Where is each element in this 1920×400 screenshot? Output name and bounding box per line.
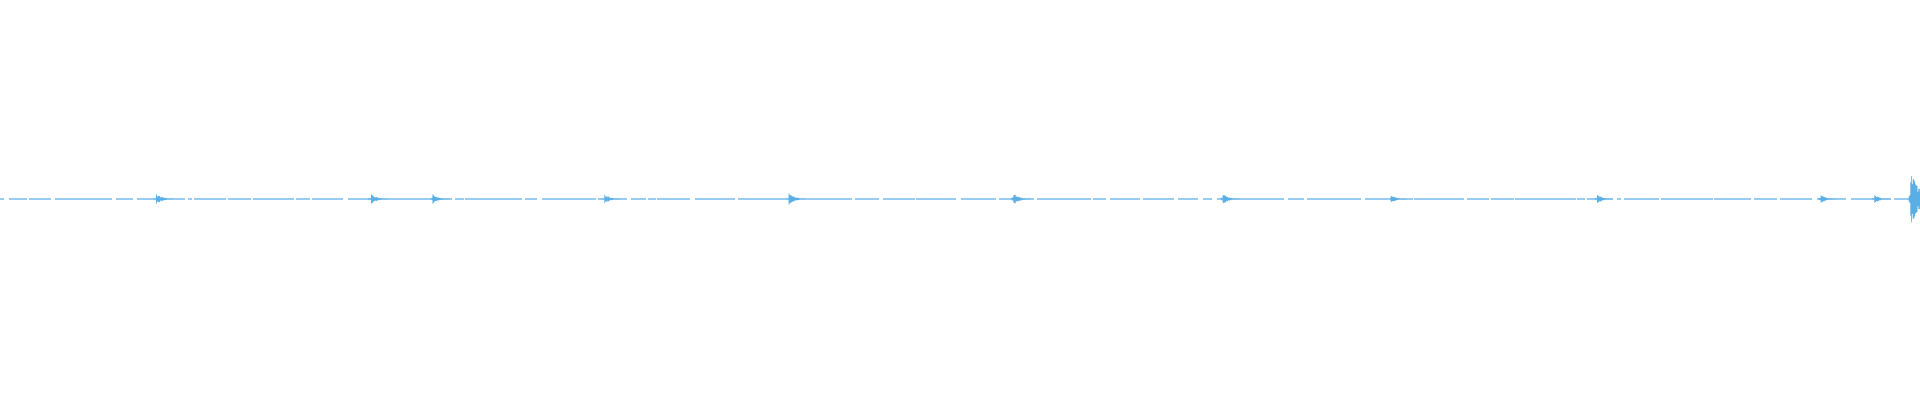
waveform-burst xyxy=(1818,195,1837,203)
waveform-burst xyxy=(430,194,450,204)
waveform-burst xyxy=(601,194,621,204)
waveform-burst xyxy=(1907,175,1920,223)
waveform-burst xyxy=(1872,195,1891,203)
waveform-group xyxy=(0,175,1920,223)
waveform-burst xyxy=(1388,196,1407,202)
waveform-burst xyxy=(153,194,173,204)
waveform-burst xyxy=(368,194,388,204)
waveform-burst xyxy=(786,193,806,205)
waveform-burst xyxy=(1220,195,1240,203)
waveform-burst xyxy=(1010,194,1031,204)
waveform-burst xyxy=(1594,195,1613,203)
